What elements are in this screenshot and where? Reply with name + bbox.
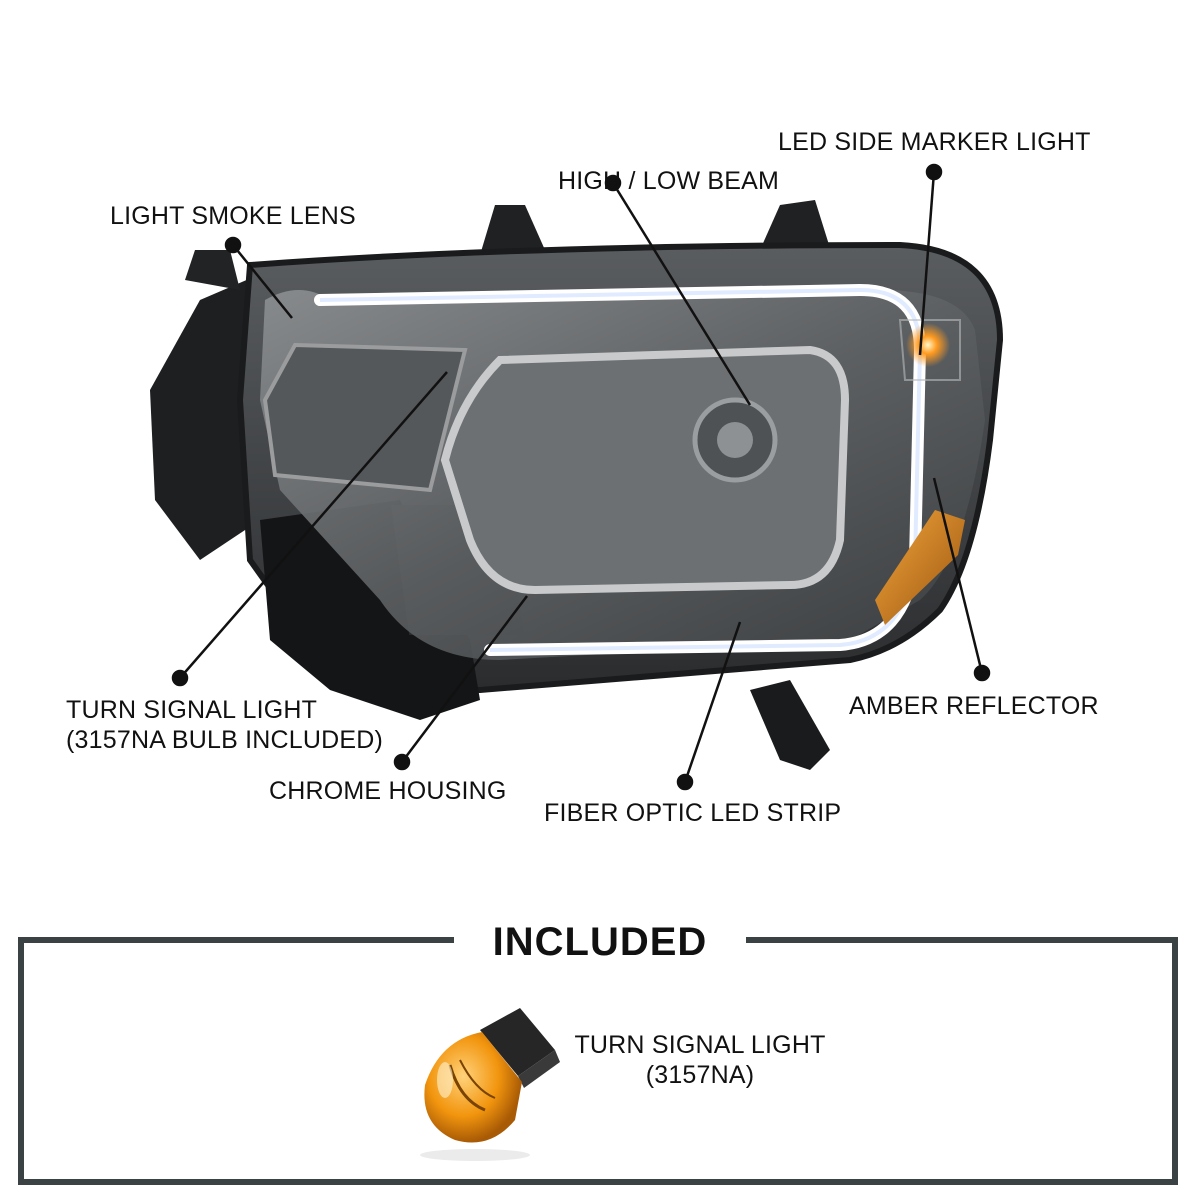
callout-dot (925, 163, 943, 181)
bulb-glass (424, 1032, 522, 1143)
callout-dot (604, 174, 622, 192)
side-marker-glow (906, 323, 950, 367)
callout-led-side-marker: LED SIDE MARKER LIGHT (778, 128, 1091, 156)
callout-turn-signal-line2: (3157NA BULB INCLUDED) (66, 726, 384, 754)
callout-chrome-housing: CHROME HOUSING (269, 777, 507, 805)
callout-light-smoke-lens: LIGHT SMOKE LENS (110, 202, 356, 230)
rear-housing (150, 270, 270, 560)
callout-dot (973, 664, 991, 682)
callout-turn-signal: TURN SIGNAL LIGHT (3157NA BULB INCLUDED) (66, 695, 383, 755)
turn-signal-chamber (262, 342, 468, 493)
mount-tab-far-left (185, 250, 240, 290)
callout-dot (171, 669, 189, 687)
bulb-3157na-image (420, 1008, 560, 1161)
included-frame (18, 937, 1178, 1185)
callout-high-low-beam: HIGH / LOW BEAM (558, 167, 780, 195)
callout-dot (393, 753, 411, 771)
included-item-line2: (3157NA) (645, 1061, 755, 1089)
callout-dot (224, 236, 242, 254)
amber-reflector (875, 510, 965, 625)
callout-turn-signal-line1: TURN SIGNAL LIGHT (66, 696, 318, 724)
bottom-bracket (750, 680, 830, 770)
included-item-line1: TURN SIGNAL LIGHT (574, 1031, 826, 1059)
bulb-base (480, 1008, 555, 1076)
callout-amber-reflector: AMBER REFLECTOR (849, 692, 1099, 720)
included-title: INCLUDED (492, 920, 708, 964)
included-item-label: TURN SIGNAL LIGHT (3157NA) (560, 1030, 840, 1090)
callout-fiber-optic: FIBER OPTIC LED STRIP (544, 799, 842, 827)
included-frame-top-left (18, 937, 454, 943)
mount-tab-left (480, 205, 545, 255)
included-frame-top-right (746, 937, 1178, 943)
headlight-illustration (150, 163, 1004, 791)
callout-dot (676, 773, 694, 791)
callout-lines (171, 163, 991, 791)
mount-tab-right (760, 200, 830, 250)
projector-chamber (440, 345, 850, 595)
